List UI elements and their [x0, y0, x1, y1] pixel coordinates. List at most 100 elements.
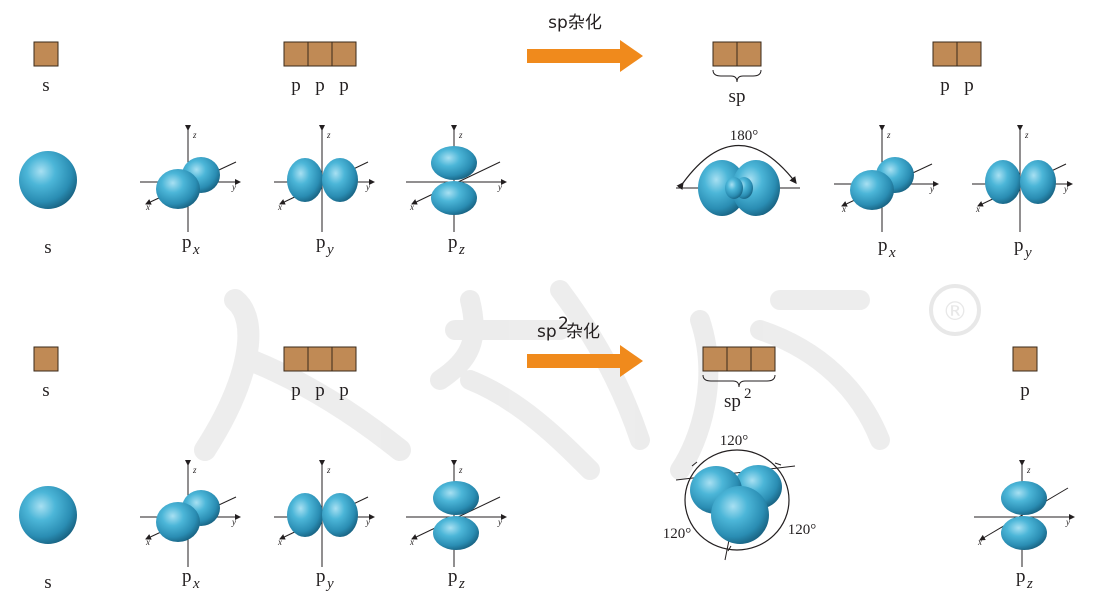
svg-text:x: x [409, 202, 414, 212]
registered-symbol: ® [942, 297, 968, 327]
svg-text:z: z [458, 130, 463, 140]
svg-text:y: y [325, 242, 334, 258]
svg-text:x: x [192, 576, 200, 592]
svg-text:p: p [316, 232, 326, 253]
svg-text:p: p [182, 566, 192, 587]
s-orbital-box-2 [33, 346, 59, 372]
sp2-angle-label-right: 120° [788, 522, 817, 538]
svg-text:y: y [497, 517, 502, 527]
svg-text:z: z [1024, 130, 1029, 140]
p-orbital-boxes [283, 41, 357, 67]
remaining-p-label-1: p [940, 75, 950, 96]
svg-text:x: x [192, 242, 200, 258]
pz-orbital-2-label: p z [448, 566, 465, 592]
svg-text:z: z [886, 130, 891, 140]
pz-orbital-right: z y x [974, 460, 1075, 567]
svg-text:sp: sp [537, 322, 557, 342]
sp-brace [712, 69, 762, 83]
svg-text:z: z [458, 242, 465, 258]
s-orbital-label-2: s [44, 572, 51, 593]
watermark: ® [194, 280, 981, 480]
sp-box-label: sp [729, 86, 746, 107]
p-box-label-3: p [339, 75, 349, 96]
svg-text:p: p [448, 566, 458, 587]
remaining-p-boxes [932, 41, 982, 67]
px-orbital-label: p x [182, 232, 200, 258]
p-box-label-2-1: p [291, 380, 301, 401]
svg-text:z: z [326, 465, 331, 475]
px-orbital-right: z y x [834, 125, 939, 232]
pz-orbital-2: z y x [406, 460, 507, 567]
svg-text:y: y [325, 576, 334, 592]
sp-angle-label: 180° [730, 128, 759, 144]
pz-orbital-label: p z [448, 232, 465, 258]
s-orbital-sphere-2 [19, 486, 77, 544]
svg-text:z: z [1026, 465, 1031, 475]
p-box-label-2-2: p [315, 380, 325, 401]
svg-text:p: p [878, 235, 888, 256]
svg-text:y: y [1065, 517, 1070, 527]
sp2-angle-label-left: 120° [663, 526, 692, 542]
sp2-box-label: sp 2 [724, 386, 752, 412]
svg-text:p: p [316, 566, 326, 587]
sp-hybridization-arrow [527, 40, 643, 72]
px-orbital: z y x [140, 125, 241, 232]
sp2-angle-label-top: 120° [720, 433, 749, 449]
svg-text:y: y [929, 184, 934, 194]
p-box-label-1: p [291, 75, 301, 96]
svg-text:2: 2 [744, 386, 752, 402]
p-box-label-2: p [315, 75, 325, 96]
svg-text:x: x [145, 202, 150, 212]
svg-text:y: y [497, 182, 502, 192]
py-orbital-2-label: p y [316, 566, 334, 592]
py-orbital-label: p y [316, 232, 334, 258]
svg-text:x: x [975, 204, 980, 214]
py-orbital-right-label: p y [1014, 235, 1032, 261]
svg-text:z: z [458, 576, 465, 592]
svg-text:sp: sp [724, 391, 741, 412]
svg-text:y: y [231, 182, 236, 192]
svg-text:y: y [365, 517, 370, 527]
sp2-hybridization-arrow [527, 345, 643, 377]
py-orbital-right: z y x [972, 125, 1073, 232]
svg-text:杂化: 杂化 [566, 322, 600, 342]
registered-icon [929, 284, 981, 336]
svg-text:x: x [888, 245, 896, 261]
pz-orbital: z y x [406, 125, 507, 232]
svg-text:x: x [409, 537, 414, 547]
svg-text:x: x [277, 202, 282, 212]
s-orbital-label: s [44, 237, 51, 258]
p-orbital-boxes-2 [283, 346, 357, 372]
sp2-hybrid-orbital [675, 449, 796, 561]
svg-text:z: z [326, 130, 331, 140]
px-orbital-2-label: p x [182, 566, 200, 592]
svg-text:p: p [1014, 235, 1024, 256]
s-box-label-2: s [42, 380, 49, 401]
s-orbital-sphere [19, 151, 77, 209]
svg-text:z: z [192, 130, 197, 140]
remaining-p-label-2: p [964, 75, 974, 96]
sp2-hybrid-boxes [702, 346, 776, 372]
svg-text:x: x [277, 537, 282, 547]
remaining-p-box-2 [1012, 346, 1038, 372]
px-orbital-right-label: p x [878, 235, 896, 261]
svg-text:x: x [841, 204, 846, 214]
svg-text:2: 2 [558, 314, 569, 334]
svg-text:p: p [448, 232, 458, 253]
sp2-arrow-label: sp 2 杂化 [537, 314, 600, 342]
svg-text:x: x [145, 537, 150, 547]
remaining-p-label-2x: p [1020, 380, 1030, 401]
sp2-brace [702, 374, 776, 388]
px-orbital-2: z y x [140, 460, 241, 567]
svg-text:p: p [182, 232, 192, 253]
svg-text:y: y [1023, 245, 1032, 261]
p-box-label-2-3: p [339, 380, 349, 401]
pz-orbital-right-label: p z [1016, 566, 1033, 592]
sp-hybrid-boxes [712, 41, 762, 67]
svg-text:z: z [192, 465, 197, 475]
py-orbital: z y x [274, 125, 375, 232]
s-orbital-box [33, 41, 59, 67]
svg-text:y: y [365, 182, 370, 192]
svg-text:x: x [977, 537, 982, 547]
